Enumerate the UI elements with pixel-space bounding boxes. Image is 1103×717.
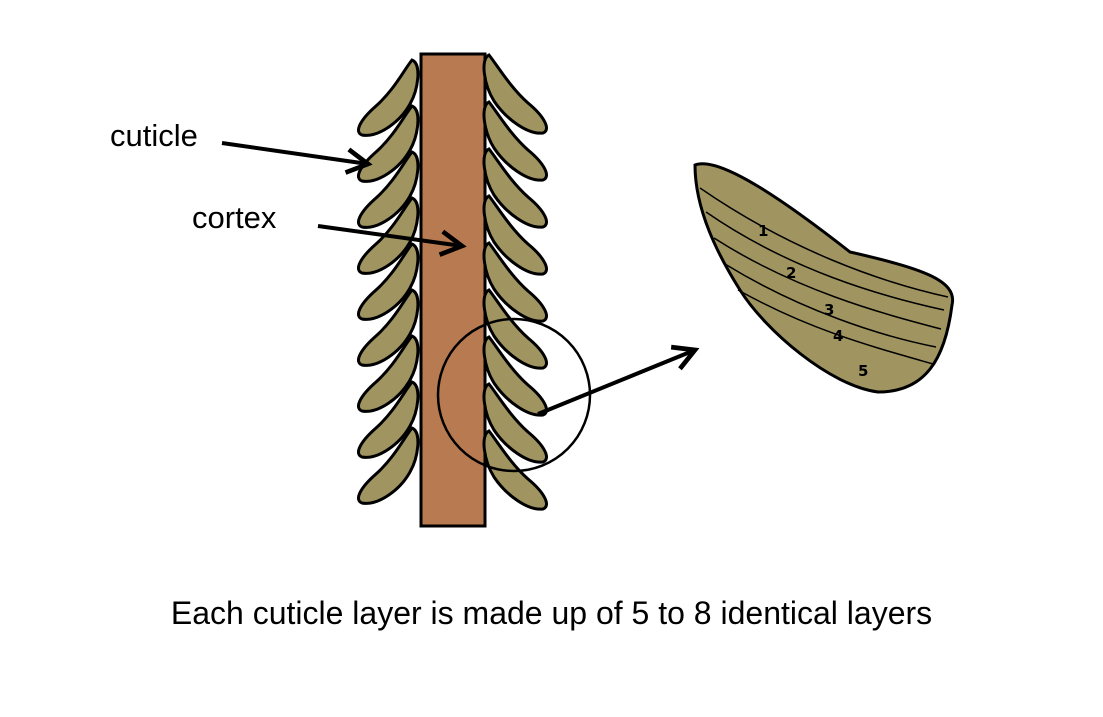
- scale-layer-line: [737, 289, 934, 365]
- layer-number-2: 4: [833, 327, 843, 345]
- cuticle-scale: [357, 104, 420, 183]
- cortex-arrow: [317, 224, 462, 246]
- cuticle-scale: [357, 426, 420, 505]
- cuticle-scale: [482, 100, 548, 182]
- cortex-shaft: [419, 52, 487, 528]
- scale-layer-line: [713, 237, 942, 330]
- cuticle-scale: [357, 242, 420, 321]
- cuticle-scale: [482, 147, 548, 229]
- cuticle-scale: [482, 288, 548, 370]
- scale-layer-line: [705, 211, 945, 311]
- cuticle-scale: [482, 241, 548, 323]
- enlarged-scale: 1 2 3 4 5: [693, 162, 955, 394]
- cuticle-arrow: [221, 141, 368, 164]
- layer-number-1: 5: [858, 362, 868, 380]
- cuticle-scale: [357, 380, 420, 459]
- layer-number-3: 3: [824, 301, 834, 319]
- layer-number-5: 1: [758, 222, 768, 240]
- enlarged-scale-body: [693, 162, 955, 394]
- cuticle-scale: [482, 194, 548, 276]
- cuticle-scale: [482, 335, 548, 417]
- zoom-arrow: [537, 350, 695, 416]
- cuticle-scale: [357, 150, 420, 229]
- cuticle-label: cuticle: [110, 118, 198, 153]
- cuticle-scale: [357, 58, 420, 137]
- cuticle-scale: [357, 334, 420, 413]
- layer-number-4: 2: [786, 264, 796, 282]
- cuticle-scale: [357, 288, 420, 367]
- scale-layer-line: [699, 187, 949, 298]
- scale-layer-line: [724, 263, 937, 348]
- magnifier-circle: [436, 317, 592, 473]
- cuticle-scale: [482, 382, 548, 464]
- left-cuticle-scales: [357, 58, 420, 505]
- cortex-label: cortex: [192, 200, 277, 235]
- caption: Each cuticle layer is made up of 5 to 8 …: [170, 595, 933, 631]
- right-cuticle-scales: [482, 53, 548, 511]
- cuticle-scale: [482, 53, 548, 135]
